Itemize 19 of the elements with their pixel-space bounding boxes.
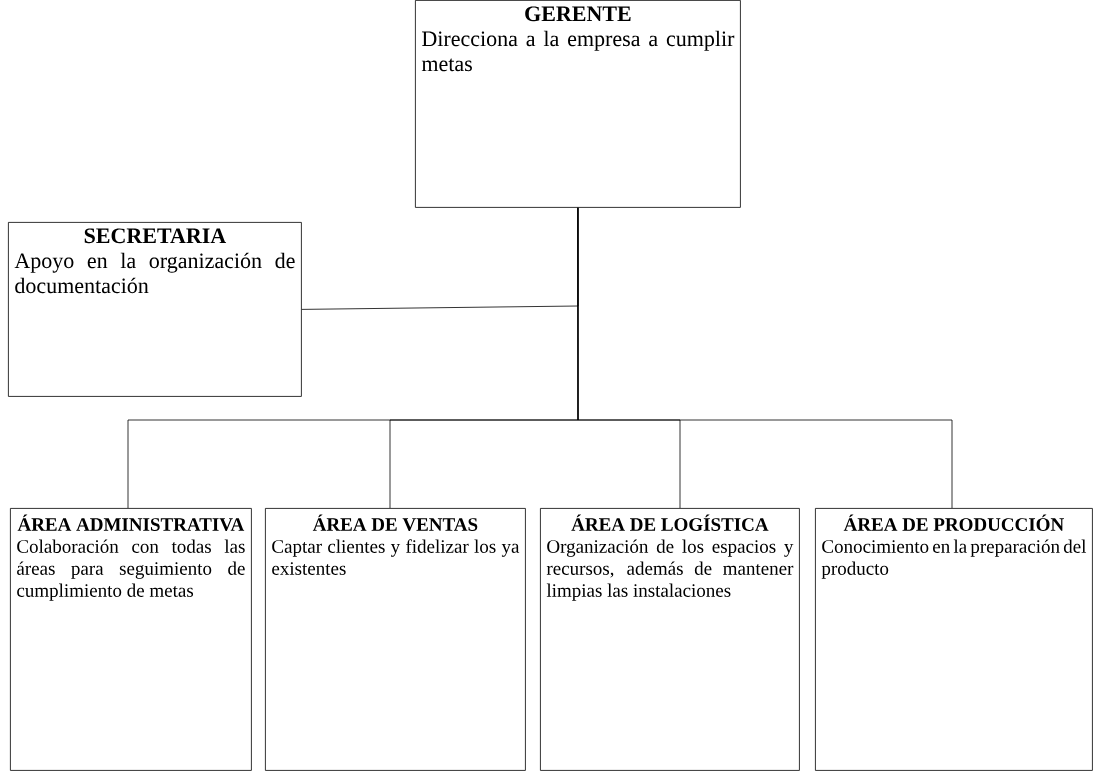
org-box: [265, 508, 526, 771]
box-title: ÁREA DE VENTAS: [312, 514, 478, 531]
box-text: Apoyo en la organización de documentación: [14, 252, 295, 294]
box-text: Organización de los espacios y recursos, además de mantener limpias las instalaciones: [546, 539, 794, 601]
org-box: [415, 0, 741, 208]
box-text: Conocimiento en la preparación del producto: [821, 539, 1087, 579]
box-text: Captar clientes y fidelizar los ya existentes: [272, 539, 520, 575]
box-title: GERENTE: [525, 6, 631, 22]
connector-line: [577, 207, 953, 509]
box-text: Colaboración con todas las áreas para seguimiento de cumplimiento de metas: [17, 539, 245, 601]
box-title: SECRETARIA: [84, 228, 227, 244]
box-title: ÁREA ADMINISTRATIVA: [17, 514, 245, 531]
org-box: [8, 222, 302, 397]
box-text: Direcciona a la empresa a cumplir metas: [421, 30, 735, 72]
org-box: [540, 508, 800, 771]
org-box: [10, 508, 252, 771]
org-box: [815, 508, 1093, 771]
box-title: ÁREA DE PRODUCCIÓN: [843, 514, 1064, 531]
box-title: ÁREA DE LOGÍSTICA: [571, 514, 769, 531]
